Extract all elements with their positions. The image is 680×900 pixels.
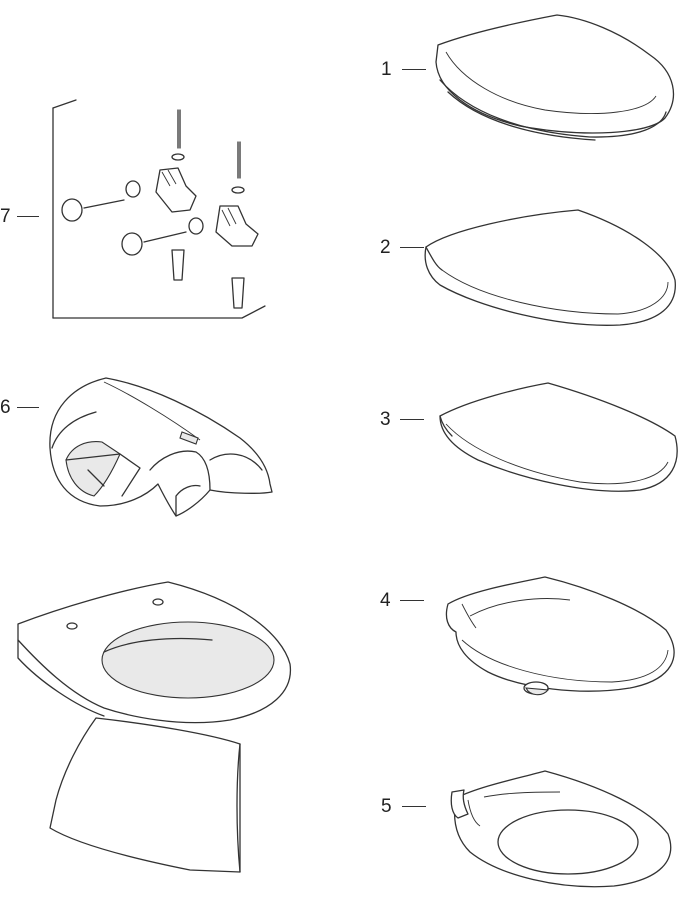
part-label-2: 2 [380, 237, 391, 258]
part-label-3: 3 [380, 409, 391, 430]
pipe-cover-shroud-icon [49, 377, 273, 517]
toilet-seat-ring-icon [450, 770, 672, 888]
leader-line-3 [400, 419, 424, 420]
leader-line-5 [402, 806, 426, 807]
toilet-seat-with-cover-icon [435, 14, 675, 141]
part-label-6: 6 [0, 397, 11, 418]
leader-line-2 [400, 247, 424, 248]
leader-line-4 [400, 600, 424, 601]
floor-standing-toilet-bowl-icon [17, 581, 292, 873]
part-label-7: 7 [0, 206, 11, 227]
fixing-set-icon [52, 99, 266, 319]
leader-line-1 [402, 69, 426, 70]
toilet-seat-cover-flat-icon [439, 382, 678, 492]
part-label-5: 5 [381, 796, 392, 817]
leader-line-6 [17, 407, 39, 408]
part-label-1: 1 [381, 59, 392, 80]
toilet-seat-cover-icon [424, 209, 676, 326]
part-label-4: 4 [380, 590, 391, 611]
toilet-seat-with-hinge-icon [445, 576, 675, 696]
leader-line-7 [17, 216, 39, 217]
